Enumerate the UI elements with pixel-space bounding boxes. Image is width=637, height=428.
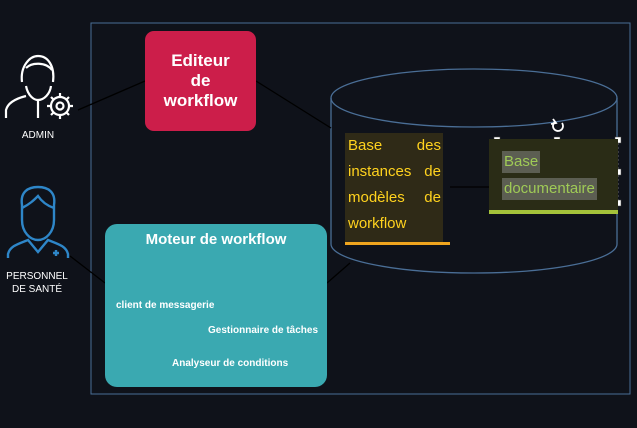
instances-line4: workflow: [348, 215, 407, 232]
document-underline: [489, 210, 618, 214]
connector-engine-database: [326, 262, 351, 284]
workflow-editor-box: Editeur de workflow: [145, 31, 256, 131]
admin-gear-icon: [47, 93, 73, 119]
document-line2: documentaire: [502, 178, 597, 200]
staff-label-line1: PERSONNEL: [6, 271, 68, 282]
workflow-engine-box: Moteur de workflow client de messagerie …: [105, 224, 327, 387]
task-manager-label: Gestionnaire de tâches: [208, 325, 319, 336]
condition-analyzer-label: Analyseur de conditions: [172, 358, 289, 369]
mail-client-label: client de messagerie: [116, 300, 215, 311]
editor-line2: de: [190, 71, 211, 90]
instances-line1: Base des: [348, 137, 441, 154]
editor-line1: Editeur: [171, 51, 230, 70]
staff-icon: [6, 185, 70, 258]
document-base[interactable]: Base documentaire: [489, 139, 618, 210]
staff-label-line2: DE SANTÉ: [11, 284, 62, 295]
actor-staff: PERSONNEL DE SANTÉ: [2, 270, 72, 296]
system-boundary: [90, 22, 631, 395]
connector-admin-editor: [77, 80, 146, 111]
instances-line2: instances de: [348, 163, 441, 180]
actor-admin: ADMIN: [10, 129, 66, 142]
engine-title: Moteur de workflow: [145, 231, 287, 248]
rotate-handle-icon: [550, 118, 564, 132]
connector-editor-database: [255, 80, 332, 129]
instances-line3: modèles de: [348, 189, 441, 206]
admin-label: ADMIN: [21, 130, 55, 141]
editor-line3: workflow: [163, 91, 238, 110]
document-line1: Base: [502, 151, 541, 173]
connector-staff-engine: [69, 255, 106, 284]
instances-underline: [345, 242, 450, 245]
workflow-instances-base: Base des instances de modèles de workflo…: [345, 133, 443, 243]
database-cylinder-top: [330, 68, 618, 128]
admin-icon: [4, 54, 55, 118]
database-cylinder: [330, 98, 618, 274]
